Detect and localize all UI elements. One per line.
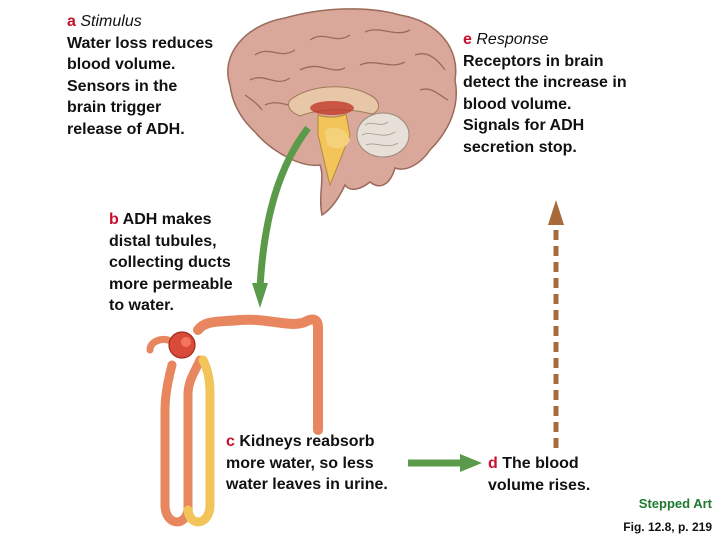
adh-release-arrow	[252, 125, 311, 308]
caption-line: Receptors in brain	[463, 52, 604, 70]
caption-adh-effect: b ADH makes distal tubules, collecting d…	[109, 209, 259, 317]
nephron-illustration	[146, 314, 323, 527]
caption-line: more permeable	[109, 275, 233, 293]
caption-line: to water.	[109, 297, 174, 314]
caption-title-response: Response	[476, 31, 549, 48]
step-letter-e: e	[463, 31, 472, 48]
stepped-art-label: Stepped Art	[638, 496, 712, 511]
caption-line: Water loss reduces	[67, 34, 214, 52]
step-letter-b: b	[109, 211, 119, 228]
step-letter-c: c	[226, 433, 235, 450]
caption-line: more water, so less	[226, 454, 374, 472]
caption-line: water leaves in urine.	[226, 476, 388, 493]
caption-line: Signals for ADH	[463, 117, 585, 134]
caption-line: The blood	[502, 455, 579, 472]
caption-volume-rises: d The blood volume rises.	[488, 453, 628, 496]
caption-line: blood volume.	[67, 56, 176, 73]
caption-stimulus: a Stimulus Water loss reduces blood volu…	[67, 11, 242, 140]
caption-line: Kidneys reabsorb	[239, 433, 375, 450]
caption-line: release of ADH.	[67, 120, 185, 138]
caption-line: distal tubules,	[109, 232, 217, 250]
reabsorb-to-volume-arrow	[408, 454, 482, 472]
step-letter-a: a	[67, 13, 76, 30]
caption-line: brain trigger	[67, 99, 162, 116]
caption-line: detect the increase in	[463, 74, 627, 91]
caption-line: secretion stop.	[463, 138, 577, 156]
caption-line: collecting ducts	[109, 254, 231, 271]
caption-line: blood volume.	[463, 95, 572, 113]
caption-kidney-reabsorb: c Kidneys reabsorb more water, so less w…	[226, 431, 426, 496]
figure-reference: Fig. 12.8, p. 219	[623, 520, 712, 534]
caption-line: ADH makes	[122, 211, 212, 228]
brain-illustration	[227, 8, 457, 217]
caption-line: Sensors in the	[67, 77, 178, 95]
blood-volume-rise-arrow	[548, 200, 564, 448]
step-letter-d: d	[488, 455, 498, 472]
caption-title-stimulus: Stimulus	[80, 13, 142, 30]
caption-line: volume rises.	[488, 476, 591, 494]
caption-response: e Response Receptors in brain detect the…	[463, 29, 663, 158]
